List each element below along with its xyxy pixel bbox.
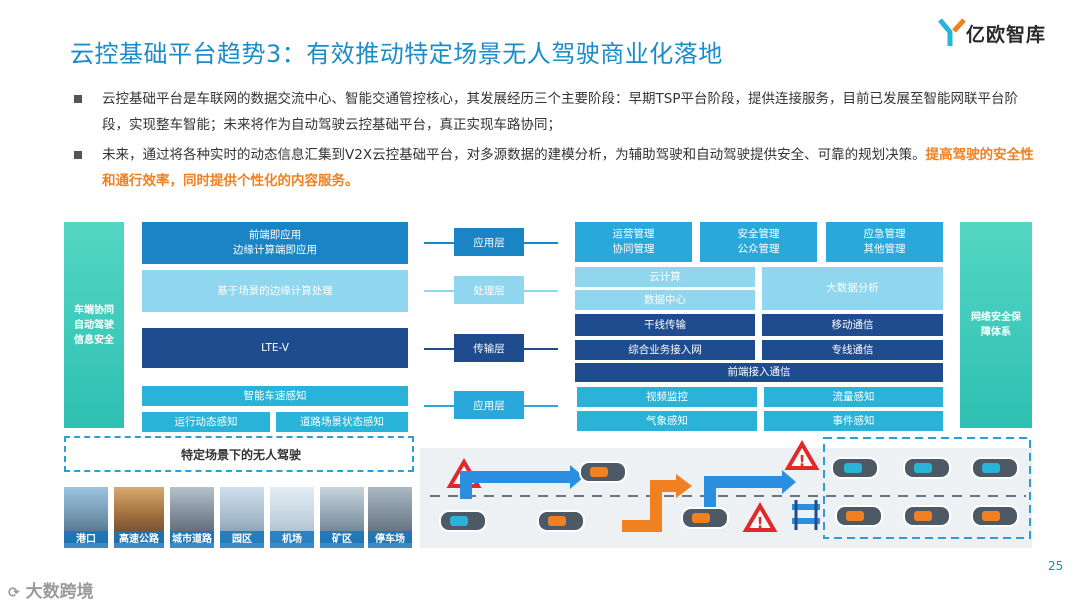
mgmt-ops: 运营管理 <box>612 228 655 240</box>
event-sensing: 事件感知 <box>764 411 943 431</box>
edge-app-block: 前端即应用 边缘计算端即应用 <box>142 222 408 264</box>
runtime-sensing: 运行动态感知 <box>142 412 270 432</box>
scene-title-frame <box>64 436 414 472</box>
scene-label-parking: 停车场 <box>368 531 412 548</box>
yiou-logo-icon <box>938 18 966 46</box>
vehicle-speed-sensing: 智能车速感知 <box>142 386 408 406</box>
traffic-sensing: 流量感知 <box>764 387 943 407</box>
bullet-marker <box>74 151 82 159</box>
watermark: ⟳ 大数跨境 <box>8 577 94 602</box>
big-data-analysis: 大数据分析 <box>762 267 943 310</box>
logo-text: 亿欧智库 <box>966 24 1047 46</box>
traffic-scene-svg: ! ! ! <box>430 437 1031 539</box>
edge-processing-block: 基于场景的边缘计算处理 <box>142 270 408 312</box>
edge-app-line2: 边缘计算端即应用 <box>233 244 317 256</box>
layer-label-processing: 处理层 <box>454 276 524 304</box>
lte-v-block: LTE-V <box>142 328 408 368</box>
page-title: 云控基础平台趋势3：有效推动特定场景无人驾驶商业化落地 <box>70 40 723 68</box>
mgmt-emergency: 应急管理 <box>863 228 906 240</box>
scene-label-highway: 高速公路 <box>114 531 164 548</box>
layer-label-app-bottom: 应用层 <box>454 391 524 419</box>
roadblock-icon <box>792 500 820 530</box>
mgmt-other: 其他管理 <box>863 243 906 255</box>
mobile-communication: 移动通信 <box>762 314 943 336</box>
page-number: 25 <box>1048 559 1064 573</box>
layer-label-app-top: 应用层 <box>454 228 524 256</box>
mgmt-public: 公众管理 <box>737 243 780 255</box>
scene-label-port: 港口 <box>64 531 108 548</box>
svg-text:!: ! <box>757 514 764 532</box>
bullet-1-text: 云控基础平台是车联网的数据交流中心、智能交通管控核心，其发展经历三个主要阶段：早… <box>102 91 1018 133</box>
edge-app-line1: 前端即应用 <box>248 229 302 241</box>
scene-title: 特定场景下的无人驾驶 <box>180 447 301 462</box>
layer-label-transport: 传输层 <box>454 334 524 362</box>
bullet-1: 云控基础平台是车联网的数据交流中心、智能交通管控核心，其发展经历三个主要阶段：早… <box>74 86 1034 138</box>
turn-arrow-icon <box>622 474 692 532</box>
scene-label-airport: 机场 <box>270 531 314 548</box>
video-surveillance: 视频监控 <box>577 387 757 407</box>
warning-icon: ! <box>742 502 778 532</box>
integrated-access-network: 综合业务接入网 <box>575 340 755 360</box>
trunk-transmission: 干线传输 <box>575 314 755 336</box>
right-side-panel: 网络安全保障体系 <box>960 222 1032 428</box>
mgmt-coop: 协同管理 <box>612 243 655 255</box>
watermark-icon: ⟳ <box>8 585 20 601</box>
cloud-computing: 云计算 <box>575 267 755 287</box>
watermark-text: 大数跨境 <box>25 582 94 602</box>
dedicated-line: 专线通信 <box>762 340 943 360</box>
bullet-2: 未来，通过将各种实时的动态信息汇集到V2X云控基础平台，对多源数据的建模分析，为… <box>74 142 1034 194</box>
data-center: 数据中心 <box>575 290 755 310</box>
bullet-2-body: 未来，通过将各种实时的动态信息汇集到V2X云控基础平台，对多源数据的建模分析，为… <box>102 147 926 163</box>
bullet-2-highlight: 提高驾驶的安全性和通行效率，同时提供个性化的内容服务。 <box>102 147 1034 189</box>
bullet-marker <box>74 95 82 103</box>
road-scene-sensing: 道路场景状态感知 <box>276 412 408 432</box>
lane-change-arrow-icon <box>460 465 584 499</box>
mgmt-block-2: 安全管理 公众管理 <box>700 222 817 262</box>
warning-icon: ! <box>784 440 820 470</box>
weather-sensing: 气象感知 <box>577 411 757 431</box>
scene-label-city: 城市道路 <box>170 531 214 548</box>
front-access-communication: 前端接入通信 <box>575 363 943 382</box>
bullet-2-text: 未来，通过将各种实时的动态信息汇集到V2X云控基础平台，对多源数据的建模分析，为… <box>102 142 1034 194</box>
left-side-panel: 车端协同自动驾驶信息安全 <box>64 222 124 428</box>
mgmt-block-1: 运营管理 协同管理 <box>575 222 692 262</box>
mgmt-security: 安全管理 <box>737 228 780 240</box>
svg-text:!: ! <box>799 452 806 470</box>
scene-label-mine: 矿区 <box>320 531 364 548</box>
scene-label-park: 园区 <box>220 531 264 548</box>
mgmt-block-3: 应急管理 其他管理 <box>826 222 943 262</box>
